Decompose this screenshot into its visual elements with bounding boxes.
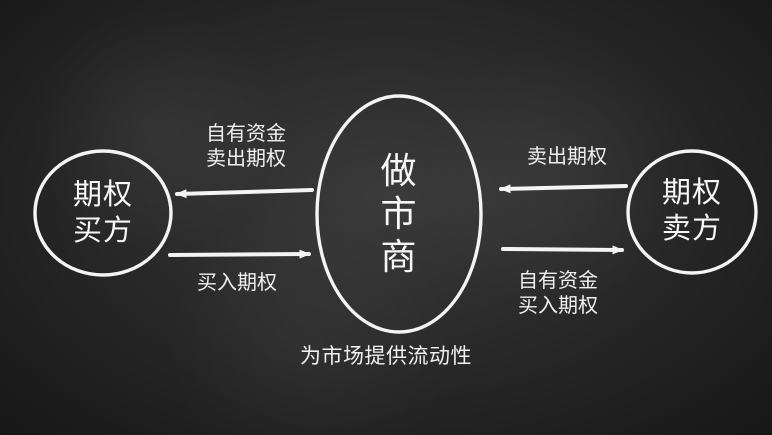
right-bottom-flow-label: 自有资金 买入期权	[505, 268, 611, 318]
market-maker-label-line-3: 商	[380, 237, 418, 278]
buyer-node-label-line-1: 期权	[72, 177, 133, 211]
market-maker-ellipse	[315, 94, 483, 334]
arrow-market-maker-to-seller	[501, 245, 624, 255]
seller-node-label-line-2: 卖方	[661, 211, 722, 245]
liquidity-caption: 为市场提供流动性	[300, 344, 472, 368]
arrow-market-maker-to-buyer	[175, 188, 314, 199]
market-maker-label-line-1: 做	[380, 151, 418, 192]
left-bottom-flow-label: 买入期权	[197, 270, 277, 294]
seller-node-label: 期权 卖方	[654, 174, 730, 246]
right-bottom-flow-label-line-1: 自有资金	[518, 268, 598, 292]
market-maker-label-line-2: 市	[380, 194, 418, 235]
arrow-seller-to-market-maker	[499, 184, 628, 194]
left-top-flow-label: 自有资金 卖出期权	[193, 121, 299, 171]
seller-node-circle	[626, 149, 758, 275]
buyer-node-label-line-2: 买方	[72, 213, 133, 247]
right-top-flow-label: 卖出期权	[527, 144, 607, 168]
left-top-flow-label-line-1: 自有资金	[206, 121, 286, 145]
left-top-flow-label-line-2: 卖出期权	[206, 146, 286, 170]
seller-node-label-line-1: 期权	[661, 175, 722, 209]
right-bottom-flow-label-line-2: 买入期权	[518, 293, 598, 317]
buyer-node-circle	[33, 149, 173, 277]
arrow-buyer-to-market-maker	[168, 249, 311, 259]
market-maker-label: 做 市 商	[372, 150, 426, 279]
buyer-node-label: 期权 买方	[65, 176, 141, 248]
